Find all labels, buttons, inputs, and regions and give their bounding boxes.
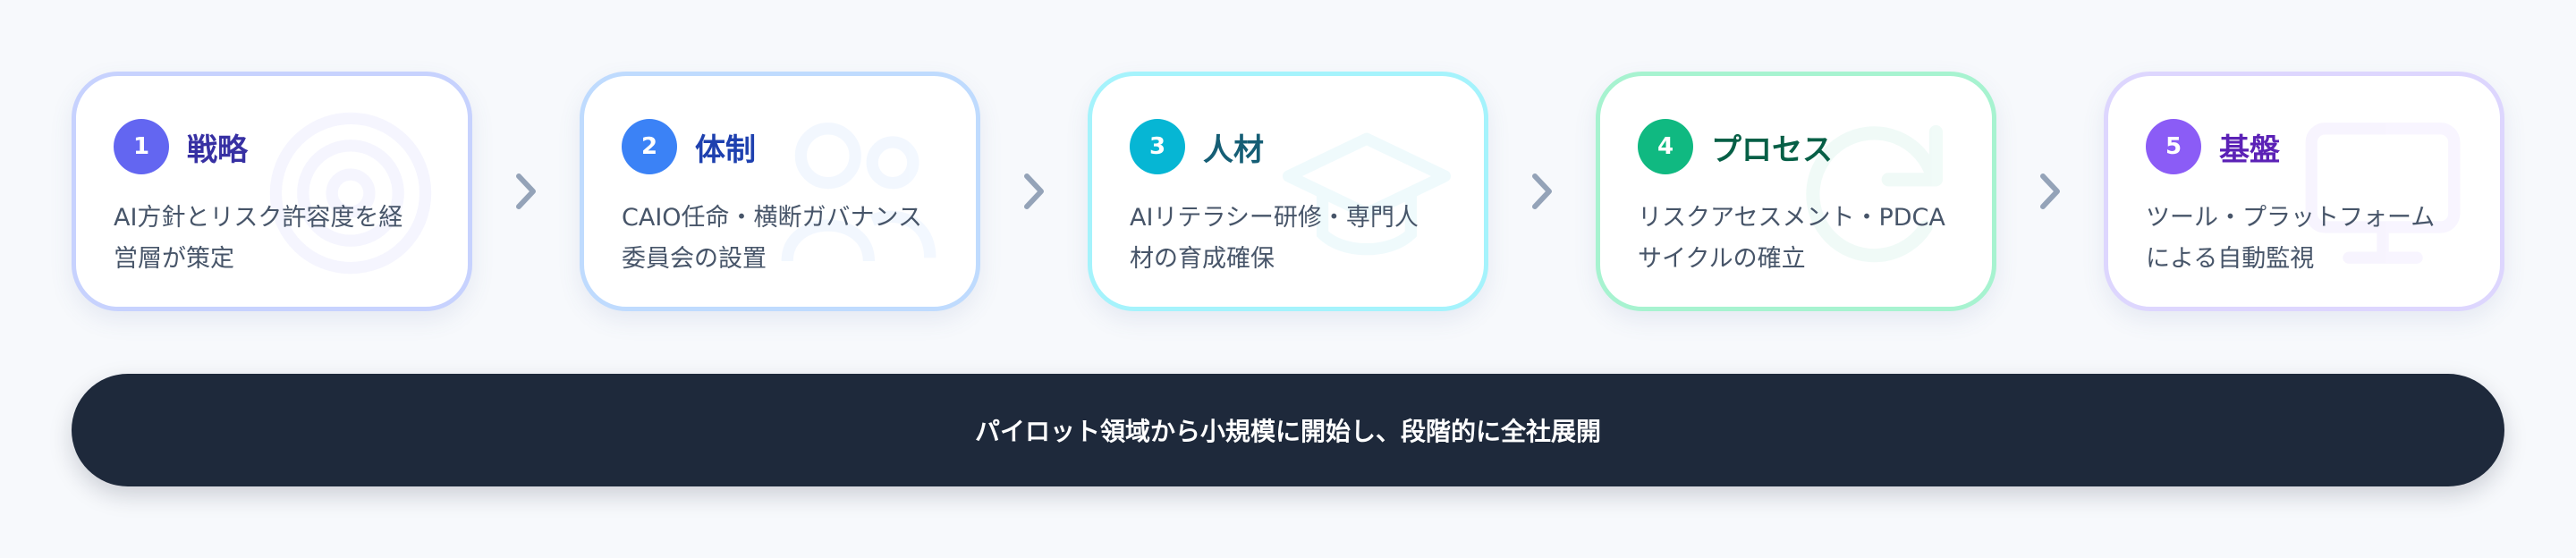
step-header: 2 体制 <box>622 119 756 174</box>
chevron-right-icon <box>1996 72 2104 311</box>
step-title: 人材 <box>1203 131 1264 168</box>
step-number-badge: 5 <box>2146 119 2201 174</box>
step-description: リスクアセスメント・PDCA サイクルの確立 <box>1638 198 1969 280</box>
step-description-line: 材の育成確保 <box>1130 245 1275 273</box>
step-card-structure: 2 体制 CAIO任命・横断ガバナンス 委員会の設置 <box>580 72 980 311</box>
step-number-badge: 1 <box>114 119 169 174</box>
step-number-badge: 4 <box>1638 119 1693 174</box>
chevron-right-icon <box>472 72 580 311</box>
step-header: 4 プロセス <box>1638 119 1833 174</box>
step-description: AIリテラシー研修・専門人 材の育成確保 <box>1130 198 1461 280</box>
step-description-line: 委員会の設置 <box>622 245 767 273</box>
step-card-foundation: 5 基盤 ツール・プラットフォーム による自動監視 <box>2104 72 2504 311</box>
process-steps: 1 戦略 AI方針とリスク許容度を経 営層が策定 2 体制 CAIO任命・横断ガ… <box>72 72 2504 311</box>
step-header: 3 人材 <box>1130 119 1264 174</box>
step-header: 5 基盤 <box>2146 119 2280 174</box>
step-description-line: 営層が策定 <box>114 245 234 273</box>
step-description: ツール・プラットフォーム による自動監視 <box>2146 198 2477 280</box>
step-description: CAIO任命・横断ガバナンス 委員会の設置 <box>622 198 953 280</box>
rollout-banner: パイロット領域から小規模に開始し、段階的に全社展開 <box>72 374 2504 486</box>
step-description-line: による自動監視 <box>2146 245 2315 273</box>
step-description-line: CAIO任命・横断ガバナンス <box>622 204 922 232</box>
chevron-right-icon <box>1488 72 1596 311</box>
step-description-line: AI方針とリスク許容度を経 <box>114 204 403 232</box>
step-description-line: ツール・プラットフォーム <box>2146 204 2436 232</box>
step-number-badge: 2 <box>622 119 677 174</box>
graduation-cap-icon <box>1282 132 1452 256</box>
step-description-line: サイクルの確立 <box>1638 245 1806 273</box>
people-icon <box>781 123 936 262</box>
monitor-icon <box>2305 123 2461 264</box>
step-card-strategy: 1 戦略 AI方針とリスク許容度を経 営層が策定 <box>72 72 472 311</box>
step-card-talent: 3 人材 AIリテラシー研修・専門人 材の育成確保 <box>1088 72 1488 311</box>
step-title: プロセス <box>1711 131 1833 168</box>
step-number-badge: 3 <box>1130 119 1185 174</box>
step-title: 体制 <box>695 131 756 168</box>
step-description: AI方針とリスク許容度を経 営層が策定 <box>114 198 445 280</box>
banner-text: パイロット領域から小規模に開始し、段階的に全社展開 <box>974 417 1601 446</box>
step-title: 戦略 <box>187 131 248 168</box>
step-card-process: 4 プロセス リスクアセスメント・PDCA サイクルの確立 <box>1596 72 1996 311</box>
step-header: 1 戦略 <box>114 119 248 174</box>
chevron-right-icon <box>980 72 1088 311</box>
step-title: 基盤 <box>2219 131 2280 168</box>
target-icon <box>269 112 432 275</box>
step-description-line: リスクアセスメント・PDCA <box>1638 204 1945 232</box>
step-description-line: AIリテラシー研修・専門人 <box>1130 204 1419 232</box>
refresh-icon <box>1806 125 1943 263</box>
